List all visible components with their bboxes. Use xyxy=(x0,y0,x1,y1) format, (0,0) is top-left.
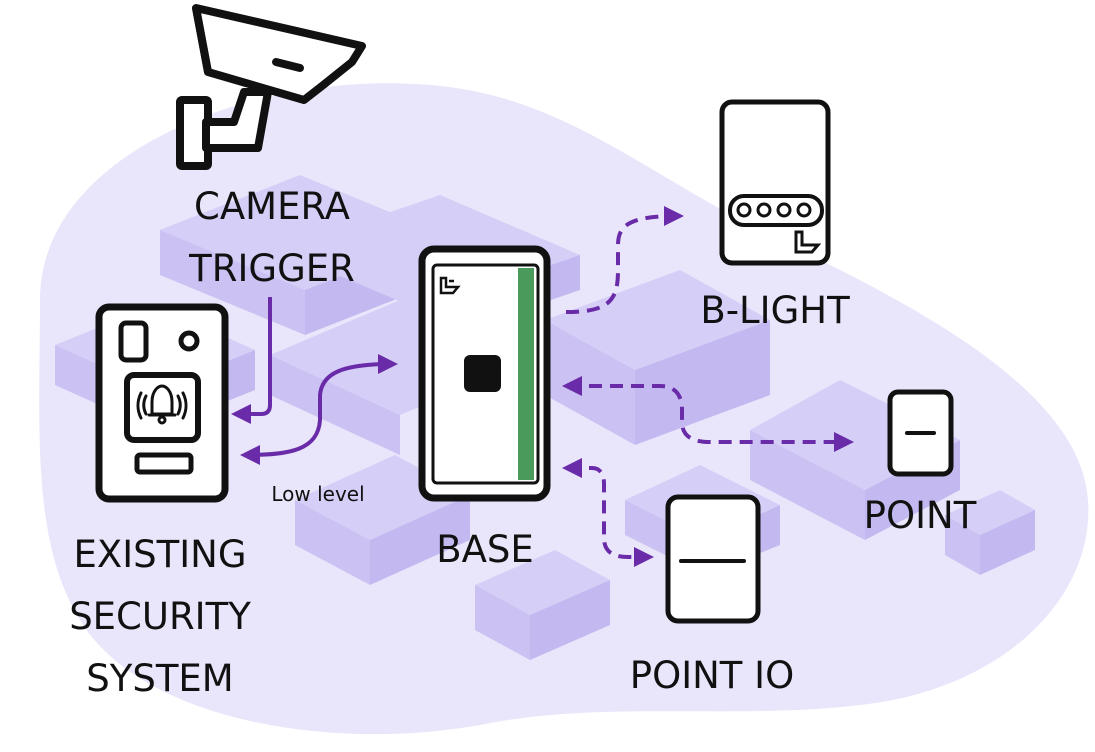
low-level-arrow xyxy=(240,354,398,465)
low-level-label: Low level xyxy=(271,482,365,506)
bell-icon xyxy=(136,384,188,425)
b-light-label: B-LIGHT xyxy=(700,289,850,332)
point-io-device-icon xyxy=(665,494,761,624)
connection-arrows xyxy=(231,206,854,567)
point-arrow xyxy=(562,376,854,452)
point-io-label: POINT IO xyxy=(629,654,795,697)
b-light-arrow xyxy=(565,206,684,314)
base-label: BASE xyxy=(436,528,534,571)
existing-security-system-label: EXISTING SECURITY SYSTEM xyxy=(69,533,251,700)
point-label: POINT xyxy=(863,494,977,537)
door-station-icon xyxy=(95,303,229,503)
base-device-icon xyxy=(418,245,551,502)
iso-block xyxy=(945,490,1035,575)
b-light-device-icon xyxy=(719,99,831,266)
camera-trigger-label: CAMERA TRIGGER xyxy=(189,185,355,290)
point-io-arrow xyxy=(562,458,654,567)
security-camera-icon xyxy=(176,4,366,170)
point-device-icon xyxy=(887,389,954,477)
